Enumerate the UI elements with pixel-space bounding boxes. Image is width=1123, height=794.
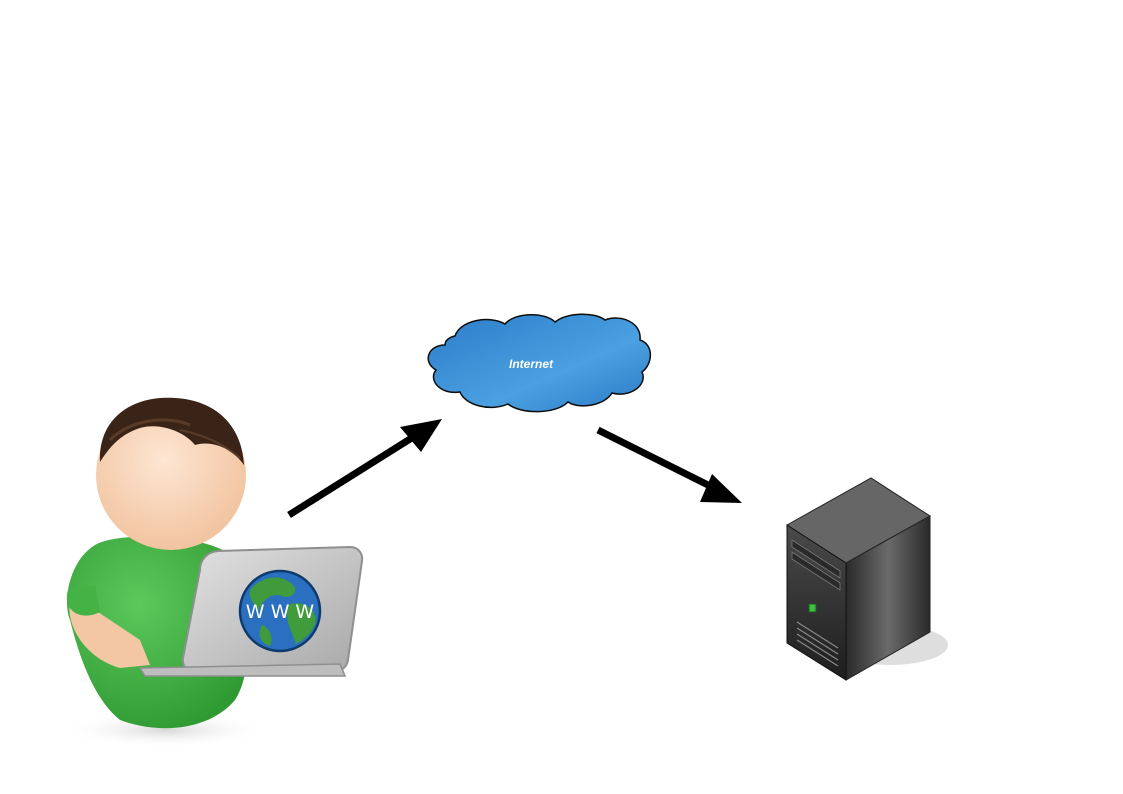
cloud-icon: Internet bbox=[427, 313, 652, 413]
arrow-user-to-internet bbox=[287, 419, 442, 518]
user-laptop-icon: W W W bbox=[60, 397, 364, 748]
globe-screen-text: W W W bbox=[246, 601, 315, 623]
cloud-label: Internet bbox=[509, 357, 554, 371]
server-icon bbox=[786, 477, 948, 681]
arrow-internet-to-server bbox=[596, 426, 742, 503]
laptop: W W W bbox=[138, 545, 364, 677]
globe-icon: W W W bbox=[238, 569, 322, 653]
